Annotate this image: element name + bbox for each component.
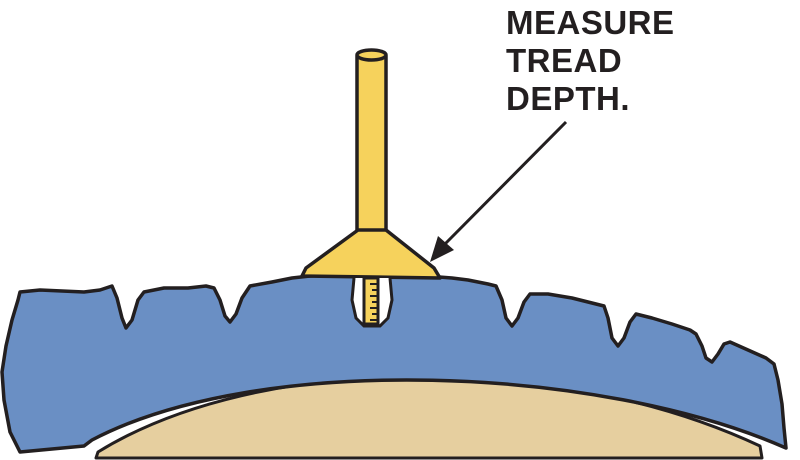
callout-line-3: DEPTH. (506, 80, 631, 117)
leader-arrow-line (442, 120, 568, 247)
gauge-post-top (355, 48, 388, 62)
callout-line-1: MEASURE (506, 4, 675, 41)
gauge-probe-ticks (370, 283, 378, 321)
tire-tread (0, 272, 788, 454)
gauge-base (300, 228, 442, 280)
gauge-post (355, 51, 388, 245)
leader-arrow-head (430, 236, 454, 262)
callout-text: MEASURE TREAD DEPTH. (506, 4, 746, 118)
callout-line-2: TREAD (506, 42, 623, 79)
